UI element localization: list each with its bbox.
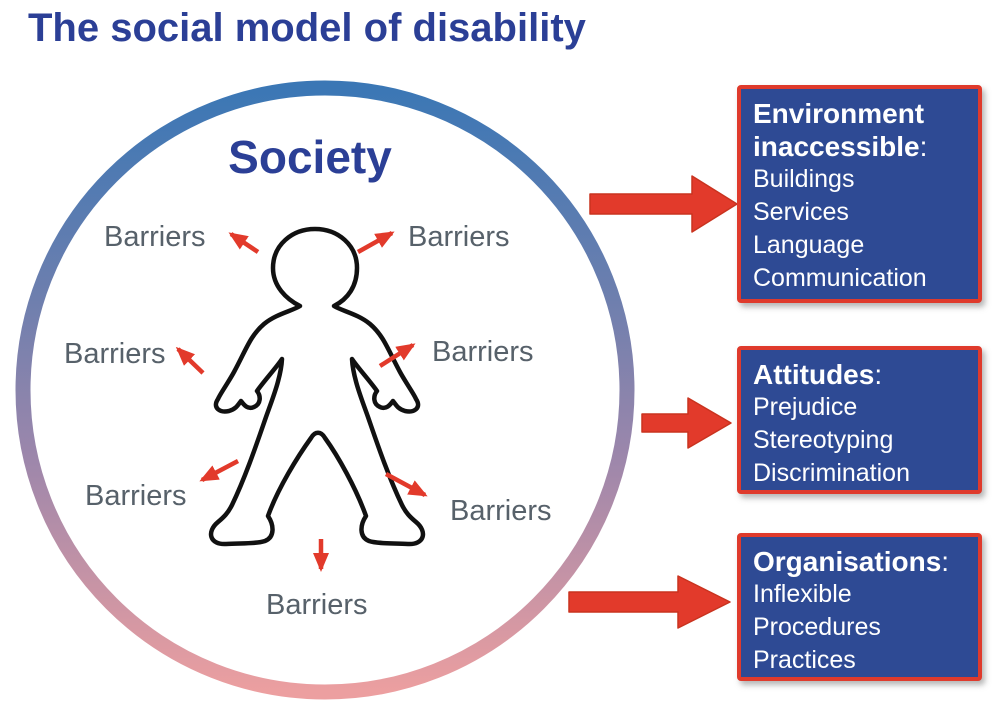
barrier-arrow-icon xyxy=(384,472,428,497)
category-item: Services xyxy=(753,198,849,226)
category-arrows xyxy=(568,175,738,629)
barrier-label: Barriers xyxy=(266,589,368,621)
barrier-arrow-icon xyxy=(228,232,260,254)
barrier-arrow-icon xyxy=(356,231,395,254)
category-item: Practices xyxy=(753,646,856,674)
barrier-label: Barriers xyxy=(432,336,534,368)
society-ring xyxy=(15,80,635,700)
barrier-arrow-icon xyxy=(199,459,240,482)
category-item: Communication xyxy=(753,264,927,292)
society-label: Society xyxy=(228,131,392,183)
category-box-title: Organisations: xyxy=(753,545,966,578)
category-box-title-text: Organisations xyxy=(753,546,942,577)
category-box-title-colon: : xyxy=(919,131,928,162)
page-title: The social model of disability xyxy=(28,6,586,50)
category-box-title-text: Attitudes xyxy=(753,359,875,390)
category-item: Prejudice xyxy=(753,393,858,421)
barrier-label: Barriers xyxy=(64,338,166,370)
category-item: Inflexible xyxy=(753,580,852,608)
category-box-title-text: Environment inaccessible xyxy=(753,98,925,162)
barrier-label: Barriers xyxy=(104,221,206,253)
category-box-organisations: Organisations: Inflexible Procedures Pra… xyxy=(737,533,982,681)
category-box-title-colon: : xyxy=(874,359,883,390)
category-box-title-colon: : xyxy=(941,546,950,577)
barrier-arrows xyxy=(175,231,428,572)
category-box-title: Environment inaccessible: xyxy=(753,97,966,163)
barrier-label: Barriers xyxy=(408,221,510,253)
person-outline-icon xyxy=(208,226,426,547)
barrier-arrow-icon xyxy=(175,346,205,375)
block-arrow-right-icon xyxy=(641,397,732,449)
category-item: Discrimination xyxy=(753,459,910,487)
category-box-environment: Environment inaccessible: Buildings Serv… xyxy=(737,85,982,303)
category-box-title: Attitudes: xyxy=(753,358,966,391)
block-arrow-right-icon xyxy=(568,575,731,629)
category-item: Stereotyping xyxy=(753,426,894,454)
category-item: Language xyxy=(753,231,865,259)
block-arrow-right-icon xyxy=(589,175,738,233)
category-item: Buildings xyxy=(753,165,855,193)
barrier-label: Barriers xyxy=(85,480,187,512)
barrier-label: Barriers xyxy=(450,495,552,527)
category-box-attitudes: Attitudes: Prejudice Stereotyping Discri… xyxy=(737,346,982,494)
barrier-arrow-icon xyxy=(378,343,416,368)
category-item: Procedures xyxy=(753,613,881,641)
